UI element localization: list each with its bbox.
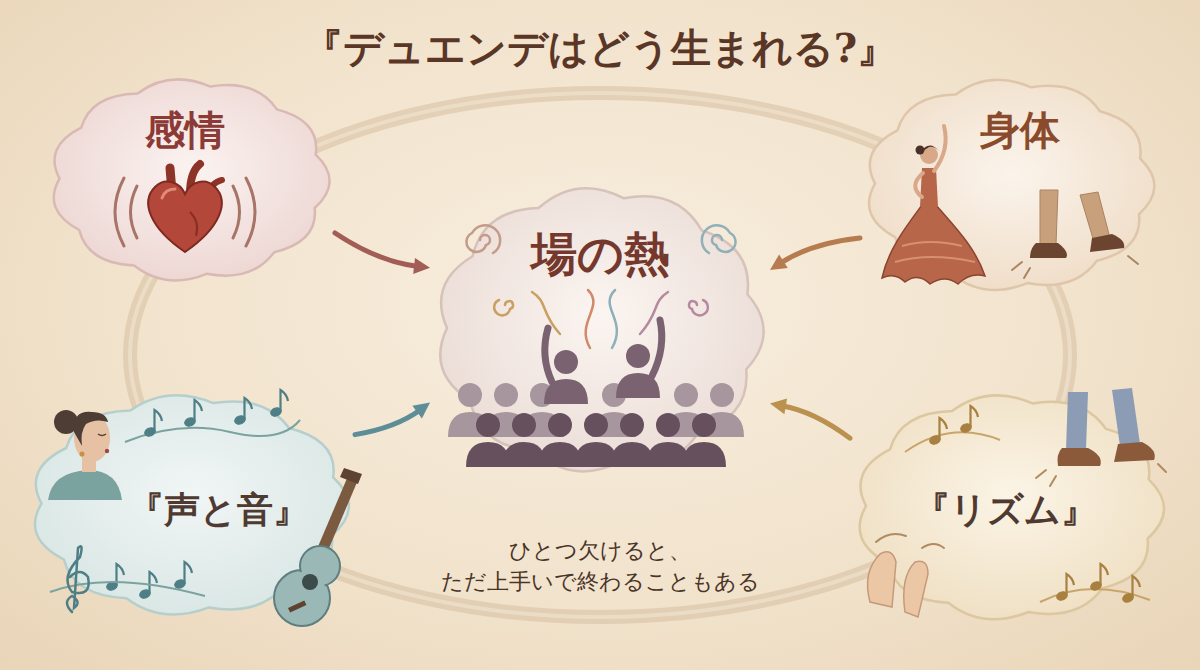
cloud-node: 感情 — [45, 70, 335, 290]
cloud-outline — [869, 80, 1154, 290]
cloud-node: 場の熱 — [430, 175, 770, 485]
flow-arrow — [335, 233, 430, 274]
arrow-head — [770, 399, 787, 415]
cloud-node: 『リズム』 — [850, 385, 1170, 630]
node-illustration — [48, 390, 362, 626]
arrow-line — [355, 410, 420, 435]
flow-arrow — [770, 399, 850, 439]
node-heading: 場の熱 — [531, 227, 670, 282]
node-heading: 感情 — [145, 106, 225, 154]
cloud-shape — [860, 70, 1160, 300]
arrow-head — [412, 403, 430, 419]
node-illustration — [115, 164, 255, 252]
node-heading: 『声と音』 — [128, 488, 309, 531]
node-heading: 身体 — [980, 106, 1060, 154]
cloud-shape — [45, 70, 335, 290]
arrow-line — [335, 233, 418, 266]
cloud-outline — [440, 188, 763, 471]
arrow-head — [413, 258, 430, 274]
node-illustration — [868, 388, 1166, 617]
cloud-shape — [430, 175, 770, 485]
node-illustration — [448, 225, 744, 467]
note-text: ひとつ欠けると、 ただ上手いで終わることもある — [430, 536, 770, 598]
cloud-node: 『声と音』 — [25, 385, 355, 625]
node-heading: 『リズム』 — [914, 488, 1097, 531]
cloud-node: 身体 — [860, 70, 1160, 300]
arrow-line — [780, 238, 860, 263]
arrow-line — [782, 406, 850, 439]
cloud-outline — [54, 79, 330, 280]
diagram-title: 『デュエンデはどう生まれる?』 — [0, 24, 1200, 72]
arrow-head — [770, 255, 788, 270]
flow-arrow — [770, 238, 860, 270]
flow-arrow — [355, 403, 430, 435]
